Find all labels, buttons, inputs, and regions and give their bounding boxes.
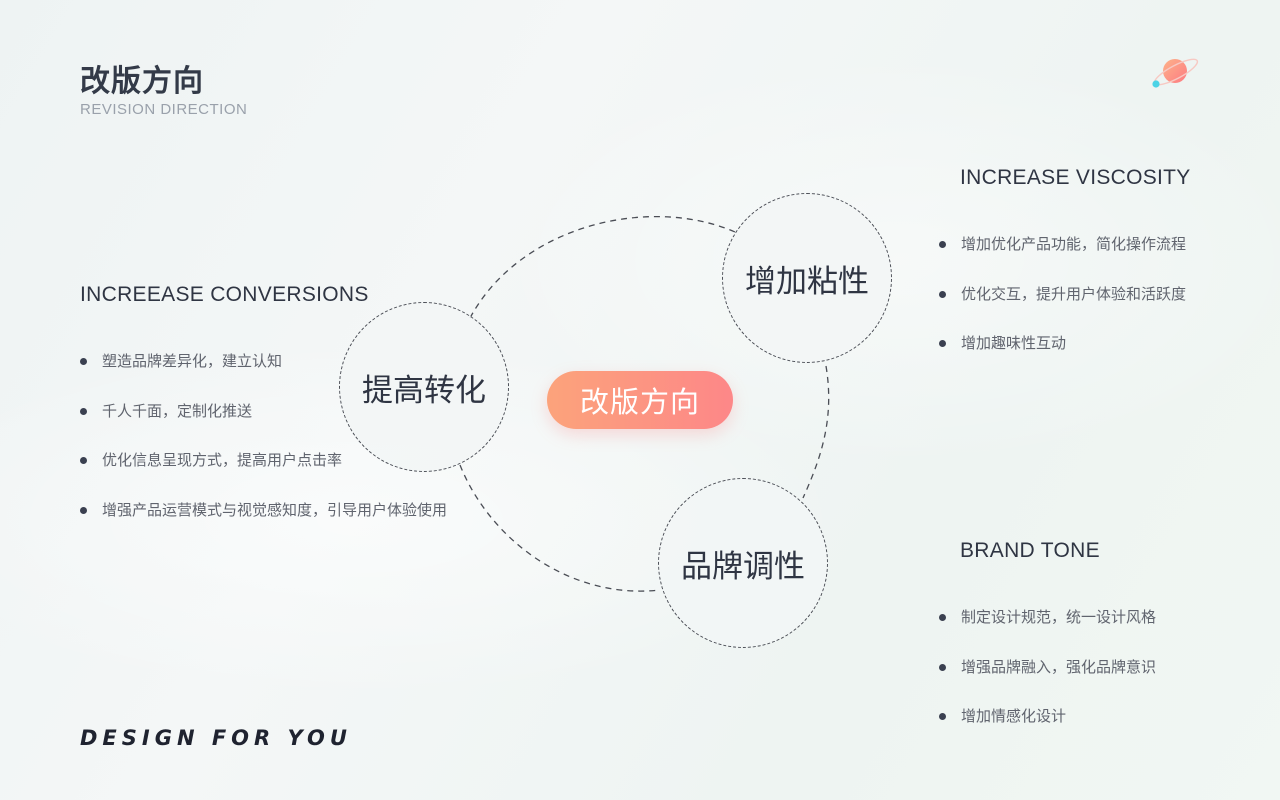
page-title: 改版方向 [80,64,204,99]
viscosity-heading: INCREASE VISCOSITY [960,166,1191,189]
list-item: 制定设计规范，统一设计风格 [939,607,1156,657]
brand-tone-heading: BRAND TONE [960,539,1100,562]
footer-slogan: DESIGN FOR YOU [80,726,352,750]
node-viscosity: 增加粘性 [722,193,892,363]
node-viscosity-label: 增加粘性 [745,263,869,300]
node-conversion: 提高转化 [339,302,509,472]
planet-icon [1152,58,1199,88]
list-item: 千人千面，定制化推送 [80,401,447,451]
node-brand: 品牌调性 [658,478,828,648]
node-conversion-label: 提高转化 [362,372,486,409]
conversions-heading: INCREEASE CONVERSIONS [80,283,369,306]
list-item: 增强品牌融入，强化品牌意识 [939,657,1156,707]
center-pill: 改版方向 [547,371,733,429]
list-item: 塑造品牌差异化，建立认知 [80,351,447,401]
list-item: 增加情感化设计 [939,706,1156,756]
viscosity-list: 增加优化产品功能，简化操作流程 优化交互，提升用户体验和活跃度 增加趣味性互动 [939,234,1186,383]
list-item: 增加优化产品功能，简化操作流程 [939,234,1186,284]
conversions-list: 塑造品牌差异化，建立认知 千人千面，定制化推送 优化信息呈现方式，提高用户点击率… [80,351,447,549]
list-item: 优化交互，提升用户体验和活跃度 [939,284,1186,334]
list-item: 优化信息呈现方式，提高用户点击率 [80,450,447,500]
list-item: 增加趣味性互动 [939,333,1186,383]
list-item: 增强产品运营模式与视觉感知度，引导用户体验使用 [80,500,447,550]
page-subtitle: REVISION DIRECTION [80,101,248,118]
brand-tone-list: 制定设计规范，统一设计风格 增强品牌融入，强化品牌意识 增加情感化设计 [939,607,1156,756]
node-brand-label: 品牌调性 [681,548,805,585]
center-pill-label: 改版方向 [579,385,700,419]
